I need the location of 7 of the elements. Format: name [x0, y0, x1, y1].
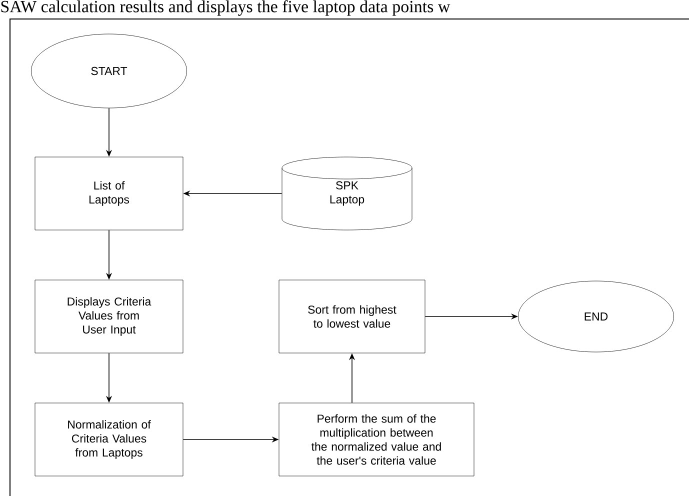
page-text: SAW calculation results and displays the five laptop data points w — [1, 0, 450, 16]
database-cylinder: SPK Laptop — [282, 156, 412, 230]
process-box: Displays Criteria Values from User Input — [34, 280, 184, 354]
process-box: Sort from highest to lowest value — [278, 280, 426, 354]
process-box: Normalization of Criteria Values from Laptops — [34, 402, 184, 476]
process-box: List of Laptops — [34, 156, 184, 230]
process-box: Perform the sum of the multiplication between the normalized value and the user's criteria value — [278, 402, 474, 476]
